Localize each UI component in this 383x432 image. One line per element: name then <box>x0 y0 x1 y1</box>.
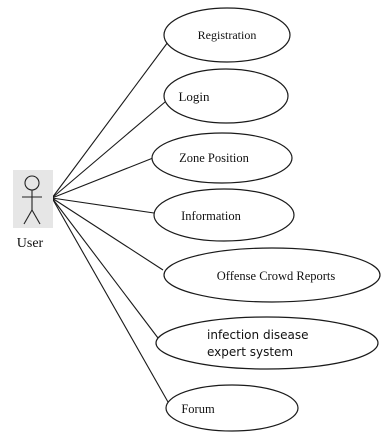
actor-user: User <box>13 170 53 251</box>
association-information <box>51 197 155 214</box>
actor-background <box>13 170 53 228</box>
use-case-login[interactable]: Login <box>163 68 289 124</box>
use-case-label: Zone Position <box>179 151 250 165</box>
use-case-forum[interactable]: Forum <box>165 384 299 432</box>
association-offense-crowd-reports <box>51 197 164 271</box>
association-infection-disease-expert-system <box>51 197 159 339</box>
use-case-information[interactable]: Information <box>153 188 295 242</box>
use-case-registration[interactable]: Registration <box>163 7 291 63</box>
use-case-offense-crowd-reports[interactable]: Offense Crowd Reports <box>163 247 381 303</box>
stick-figure-icon <box>22 175 42 225</box>
use-case-label: Offense Crowd Reports <box>217 269 336 283</box>
use-case-zone-position[interactable]: Zone Position <box>151 132 293 184</box>
association-lines <box>51 41 169 403</box>
use-case-label: Information <box>181 209 241 223</box>
association-zone-position <box>51 157 154 199</box>
use-case-label: Registration <box>198 28 257 42</box>
association-registration <box>51 41 169 199</box>
use-case-label: Forum <box>181 402 215 416</box>
actor-label: User <box>17 236 44 251</box>
use-case-label: Login <box>178 89 210 104</box>
association-login <box>51 101 166 199</box>
use-case-label-line-2: expert system <box>207 345 293 359</box>
use-case-label-line-1: infection disease <box>207 328 309 342</box>
association-forum <box>51 197 169 403</box>
use-case-infection-disease-expert-system[interactable]: infection disease expert system <box>155 316 379 370</box>
